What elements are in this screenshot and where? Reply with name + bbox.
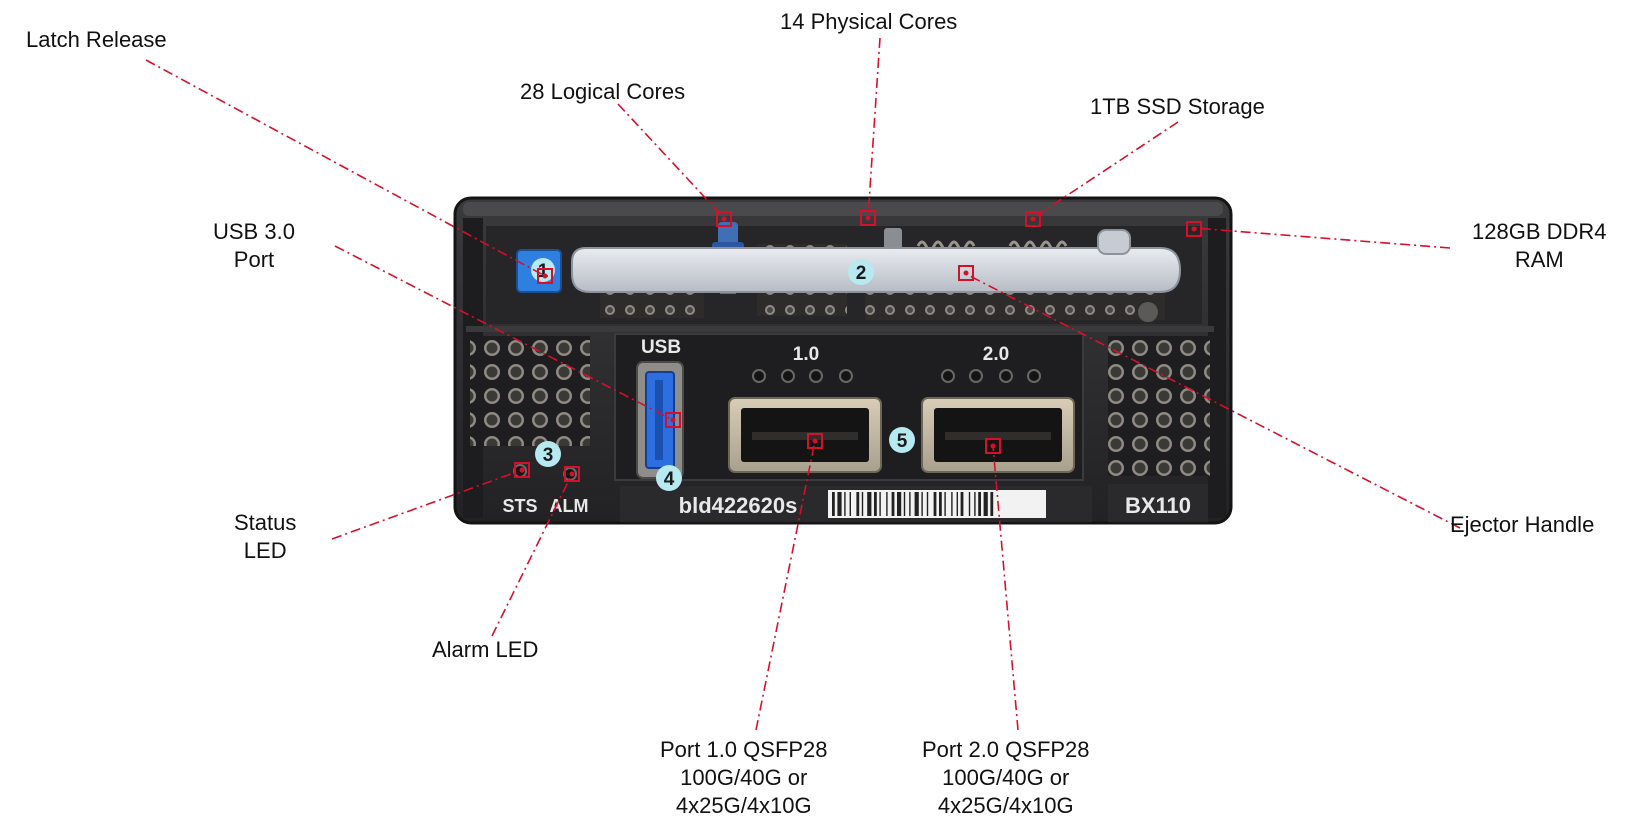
badge-2: 2 [848, 259, 874, 285]
usb-label: USB [641, 337, 681, 358]
leader-port2 [992, 445, 1019, 731]
barcode-icon [828, 490, 1046, 518]
callout-leaders [145, 37, 1461, 731]
leader-ejector-handle [965, 273, 1461, 529]
marker-latch-release [537, 268, 553, 284]
port1-label: 1.0 [793, 344, 819, 365]
badge-3: 3 [535, 441, 561, 467]
usb-port[interactable] [636, 361, 684, 479]
qsfp28-port-2[interactable] [921, 397, 1075, 473]
qsfp28-port-1[interactable] [728, 397, 882, 473]
leader-status-led [331, 469, 523, 540]
leader-physical-cores [867, 37, 881, 219]
marker-ram [1186, 221, 1202, 237]
callout-logical-cores: 28 Logical Cores [520, 79, 686, 104]
callout-markers [514, 210, 1202, 482]
leader-logical-cores [617, 103, 725, 219]
marker-alarm-led [564, 466, 580, 482]
leader-latch-release [145, 59, 546, 277]
port1-leds [752, 369, 853, 383]
callout-ssd-storage: 1TB SSD Storage [1090, 94, 1265, 119]
marker-logical-cores [716, 211, 732, 227]
badge-4: 4 [656, 465, 682, 491]
handle-screw-icon [1136, 300, 1160, 324]
right-vent [1108, 336, 1210, 476]
marker-usb-port [665, 412, 681, 428]
svg-text:3: 3 [543, 445, 554, 466]
callout-physical-cores: 14 Physical Cores [780, 9, 958, 34]
badge-5: 5 [889, 427, 915, 453]
leader-usb-port [334, 245, 674, 421]
ejector-handle[interactable] [571, 247, 1182, 293]
marker-port2 [985, 438, 1001, 454]
leader-ssd-storage [1032, 121, 1179, 219]
server-module: USB 1.0 2.0 STS ALM bld422620s [453, 196, 1233, 525]
port2-leds [941, 369, 1041, 383]
marker-ejector-handle [958, 265, 974, 281]
leader-ram [1193, 227, 1451, 249]
port2-label: 2.0 [983, 344, 1009, 365]
svg-text:4: 4 [664, 469, 675, 490]
callout-latch-release: Latch Release [26, 27, 167, 52]
chassis-top-lip [463, 202, 1223, 216]
hostname-label: bld422620s [679, 493, 798, 518]
callout-ejector-handle: Ejector Handle [1450, 512, 1595, 537]
model-label: BX110 [1125, 493, 1191, 518]
marker-port1 [807, 433, 823, 449]
left-vent [470, 336, 590, 446]
callout-alarm-led: Alarm LED [432, 637, 539, 662]
marker-status-led [514, 462, 530, 478]
sts-led-label: STS [502, 496, 537, 516]
marker-physical-cores [860, 210, 876, 226]
leader-port1 [755, 440, 816, 731]
svg-text:1: 1 [538, 261, 549, 282]
svg-text:2: 2 [856, 263, 867, 284]
alm-led-label: ALM [550, 496, 589, 516]
upper-bay [486, 222, 1202, 324]
marker-ssd-storage [1025, 211, 1041, 227]
svg-text:5: 5 [897, 431, 908, 452]
